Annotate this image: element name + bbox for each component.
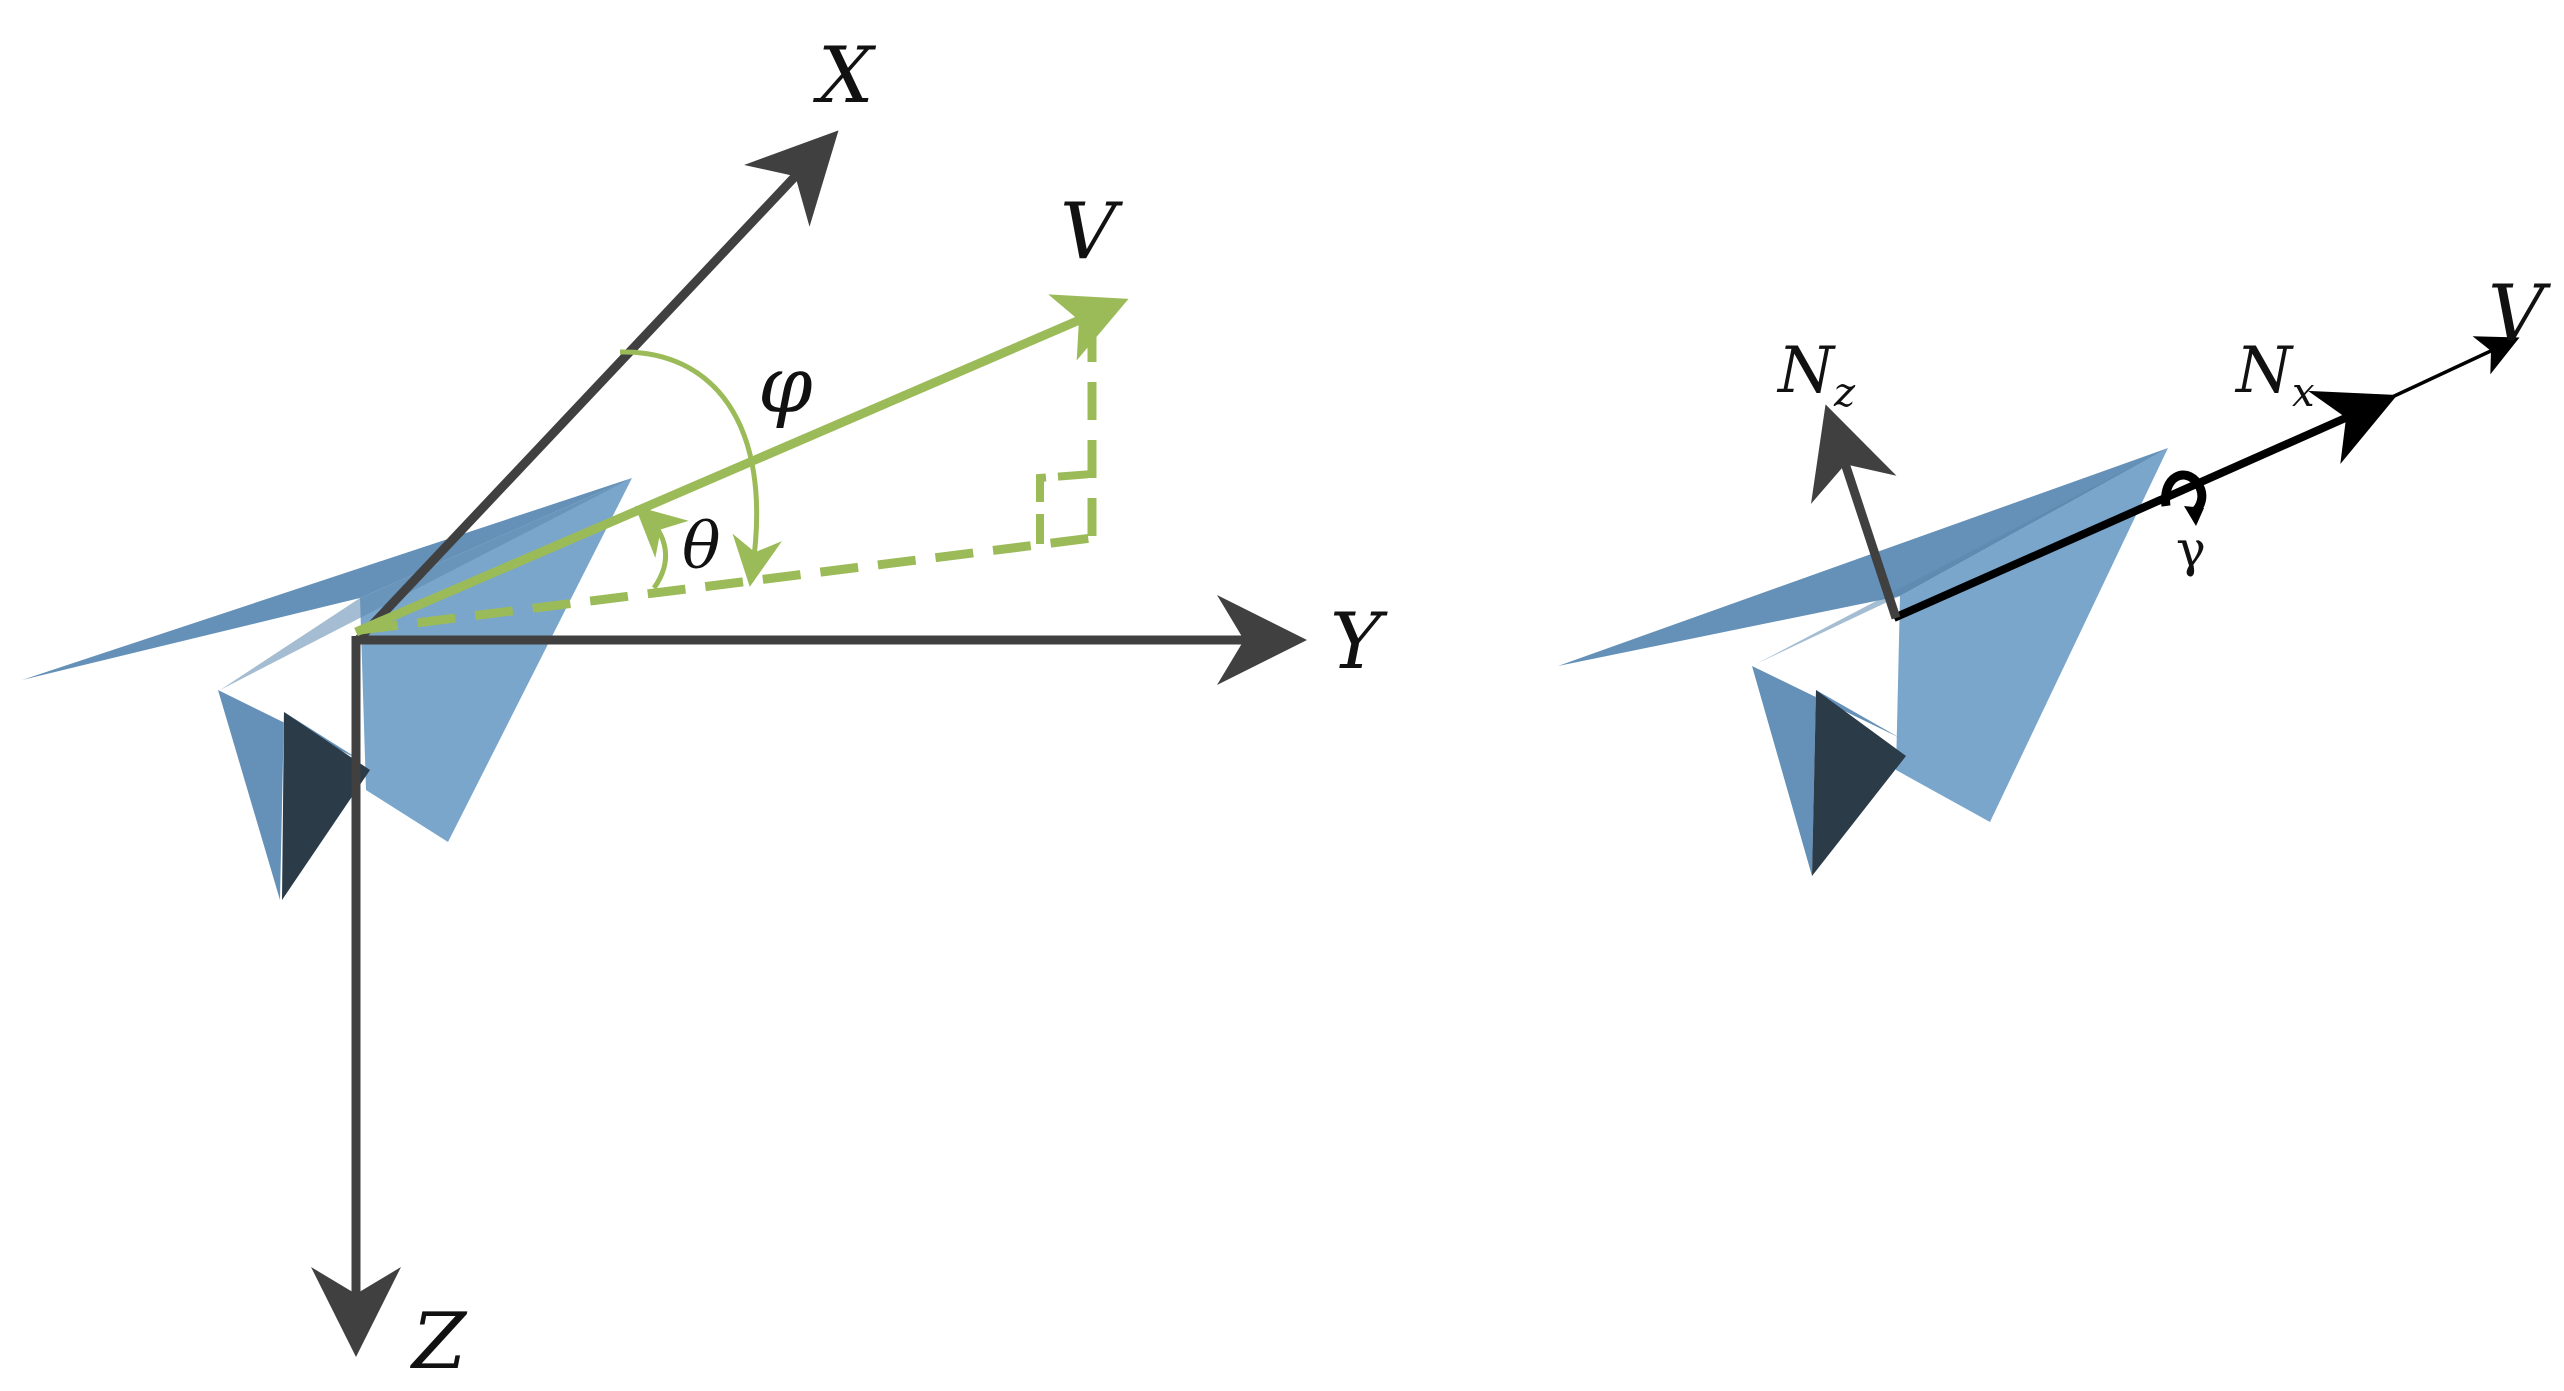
roll-rotation-indicator — [2161, 470, 2207, 516]
plane-right-keel-back — [1752, 666, 1900, 876]
y-axis-label: Y — [1330, 597, 1388, 687]
velocity-projection-horizontal — [359, 533, 1093, 635]
plane-keel-shadow — [282, 712, 370, 900]
paper-plane-right — [1558, 448, 2168, 876]
plane-right-left-wing — [1558, 448, 2168, 666]
velocity-label-right: V — [2488, 269, 2551, 359]
nz-label-main: N — [1776, 334, 1836, 408]
nz-label: Nz — [1776, 334, 1856, 416]
plane-left-wing — [22, 478, 632, 680]
velocity-vector-right — [2359, 336, 2520, 414]
plane-right-right-wing — [1896, 448, 2168, 822]
theta-angle-label: θ — [682, 510, 721, 584]
phi-angle-label: φ — [758, 341, 813, 431]
nz-label-sub: z — [1833, 370, 1856, 416]
x-axis-label: X — [812, 31, 877, 121]
x-axis — [354, 130, 839, 644]
phi-angle-arc — [619, 349, 782, 587]
plane-fold-line — [220, 478, 632, 690]
paper-plane-left — [22, 478, 632, 900]
nz-force-vector — [1810, 404, 1901, 620]
gamma-label: γ — [2176, 520, 2206, 578]
nx-label-sub: x — [2292, 370, 2315, 416]
velocity-vector — [354, 294, 1129, 637]
theta-angle-arc — [634, 505, 689, 590]
velocity-label-left: V — [1060, 187, 1123, 277]
left-diagram: X Y Z V φ θ — [22, 31, 1388, 1387]
plane-right-fold-line — [1756, 448, 2168, 664]
z-axis-label: Z — [409, 1297, 468, 1387]
plane-right-keel-shadow — [1812, 690, 1906, 876]
roll-rotation-arrowhead — [2184, 506, 2204, 526]
nx-label: Nx — [2234, 334, 2315, 416]
nx-force-vector — [1892, 390, 2398, 622]
right-diagram: V Nz Nx γ — [1558, 269, 2551, 876]
nx-label-main: N — [2234, 334, 2294, 408]
right-angle-marker — [1036, 470, 1093, 544]
